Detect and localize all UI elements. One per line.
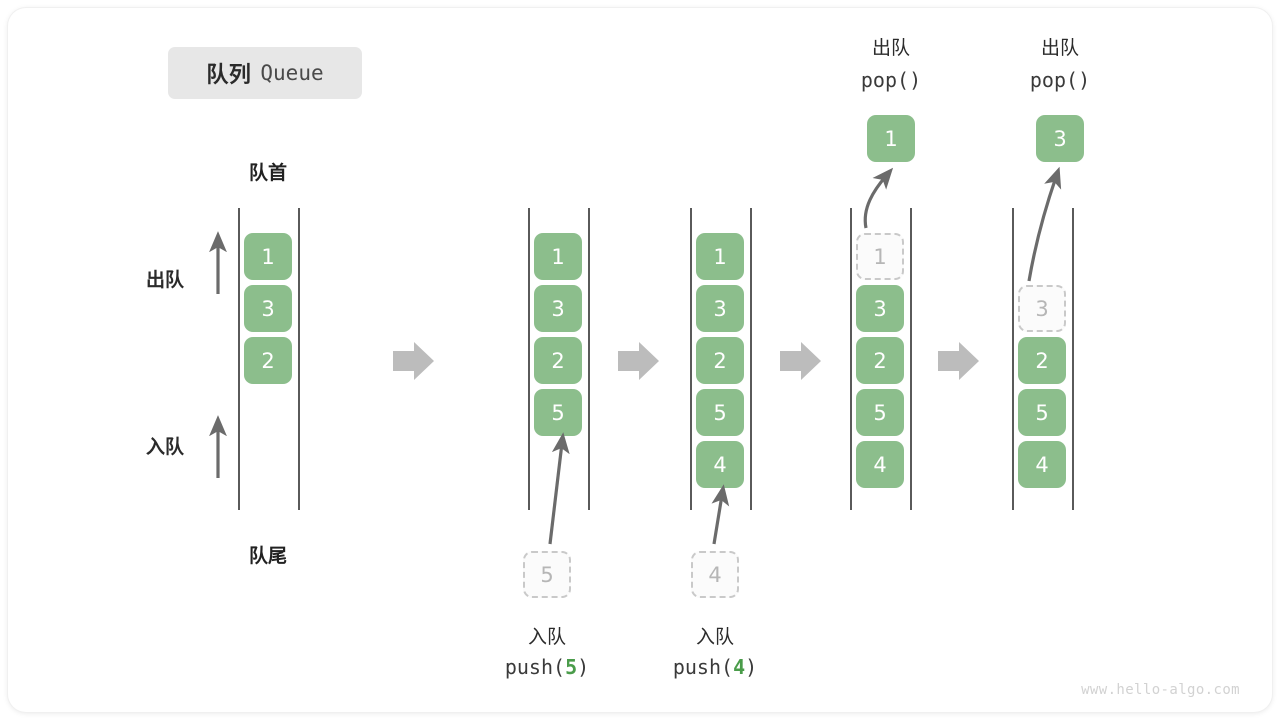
popped-cell: 1 xyxy=(867,115,915,162)
pop-code-prefix: pop( xyxy=(1029,68,1079,92)
queue-cell: 4 xyxy=(1018,441,1066,488)
push-op-label: 入队 xyxy=(527,626,567,648)
queue-cell: 1 xyxy=(244,233,292,280)
pop-op-code: pop() xyxy=(861,68,921,92)
push-op-label: 入队 xyxy=(695,626,735,648)
queue-cell: 2 xyxy=(856,337,904,384)
popped-cell: 3 xyxy=(1036,115,1084,162)
push-op-code: push(5) xyxy=(505,655,589,679)
rail-left-col4 xyxy=(850,208,852,510)
title-badge: 队列 Queue xyxy=(168,47,362,99)
queue-cell: 3 xyxy=(856,285,904,332)
push-code-value: 4 xyxy=(733,655,746,679)
queue-cell-new: 5 xyxy=(534,389,582,436)
push-ghost-cell: 5 xyxy=(523,551,571,598)
push-code-prefix: push( xyxy=(504,655,566,679)
queue-cell: 3 xyxy=(696,285,744,332)
queue-cell: 2 xyxy=(1018,337,1066,384)
pop-ghost-cell: 3 xyxy=(1018,285,1066,332)
dequeue-side-label: 出队 xyxy=(146,269,185,291)
queue-cell: 4 xyxy=(856,441,904,488)
queue-cell: 3 xyxy=(534,285,582,332)
queue-cell: 3 xyxy=(244,285,292,332)
pop-code-prefix: pop( xyxy=(860,68,910,92)
queue-cell: 5 xyxy=(1018,389,1066,436)
queue-cell: 5 xyxy=(696,389,744,436)
rail-right-col4 xyxy=(910,208,912,510)
queue-cell-new: 4 xyxy=(696,441,744,488)
queue-cell: 2 xyxy=(244,337,292,384)
diagram-card xyxy=(8,8,1272,712)
queue-cell: 1 xyxy=(534,233,582,280)
queue-cell: 2 xyxy=(696,337,744,384)
rail-left-col2 xyxy=(528,208,530,510)
queue-cell: 1 xyxy=(696,233,744,280)
rail-right-col3 xyxy=(750,208,752,510)
rail-left-col3 xyxy=(690,208,692,510)
pop-op-label: 出队 xyxy=(1040,37,1080,59)
rail-right-col5 xyxy=(1072,208,1074,510)
push-code-value: 5 xyxy=(565,655,578,679)
push-code-suffix: ) xyxy=(745,655,758,679)
title-chinese: 队列 xyxy=(206,63,252,88)
pop-code-suffix: ) xyxy=(1078,68,1091,92)
rail-left-col5 xyxy=(1012,208,1014,510)
push-ghost-cell: 4 xyxy=(691,551,739,598)
pop-ghost-cell: 1 xyxy=(856,233,904,280)
queue-cell: 2 xyxy=(534,337,582,384)
queue-cell: 5 xyxy=(856,389,904,436)
push-code-suffix: ) xyxy=(577,655,590,679)
pop-op-code: pop() xyxy=(1030,68,1090,92)
rail-right-col1 xyxy=(298,208,300,510)
push-code-prefix: push( xyxy=(672,655,734,679)
queue-tail-label: 队尾 xyxy=(248,545,288,567)
rail-right-col2 xyxy=(588,208,590,510)
queue-head-label: 队首 xyxy=(248,162,288,184)
watermark: www.hello-algo.com xyxy=(1081,682,1240,698)
title-english: Queue xyxy=(260,61,324,85)
rail-left-col1 xyxy=(238,208,240,510)
push-op-code: push(4) xyxy=(673,655,757,679)
pop-op-label: 出队 xyxy=(871,37,911,59)
pop-code-suffix: ) xyxy=(909,68,922,92)
enqueue-side-label: 入队 xyxy=(146,436,185,458)
